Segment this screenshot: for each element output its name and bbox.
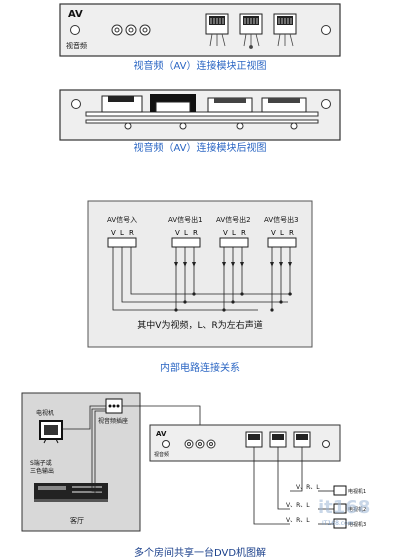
svg-text:R: R	[129, 229, 134, 237]
rj-jack-2	[239, 13, 263, 35]
vrl-label-3: V、R、L	[286, 517, 310, 524]
output1-connector: V L R	[171, 229, 201, 248]
module-hole-left	[162, 440, 170, 448]
label-av-out3: AV信号出3	[264, 215, 299, 224]
label-av-out2: AV信号出2	[216, 215, 251, 224]
front-panel	[59, 3, 341, 57]
room-tv-3: 电视机3	[333, 518, 366, 529]
svg-text:IT168.com: IT168.com	[322, 520, 354, 527]
room-cables	[253, 447, 334, 525]
svg-text:R: R	[193, 229, 198, 237]
svg-text:电视机: 电视机	[36, 409, 54, 417]
living-room-cables	[62, 405, 201, 496]
svg-text:视音频插座: 视音频插座	[98, 417, 128, 425]
label-av-out1: AV信号出1	[168, 215, 203, 224]
svg-text:V: V	[111, 229, 116, 237]
circuit-arrows	[174, 262, 292, 267]
svg-text:L: L	[120, 229, 124, 237]
module-sub-label: 视音频	[154, 451, 169, 458]
front-view-diagram: AV 视音频	[59, 3, 341, 57]
pcb-screws	[124, 122, 298, 130]
multiroom-caption: 多个房间共享一台DVD机图解	[133, 548, 267, 559]
watermark-logo: it168 IT168.com	[318, 497, 370, 527]
svg-text:V: V	[175, 229, 180, 237]
svg-text:电视机3: 电视机3	[348, 521, 366, 528]
vrl-label-2: V、R、L	[286, 502, 310, 509]
wall-socket: 视音频插座	[98, 398, 128, 425]
front-av-label: AV	[68, 9, 83, 20]
svg-text:R: R	[241, 229, 246, 237]
input-connector: V L R	[107, 229, 137, 248]
module-av-label: AV	[156, 430, 167, 438]
tv-icon: 电视机	[36, 409, 63, 444]
three-color-label: 三色输出	[30, 467, 54, 475]
room-tv-2: 电视机2	[333, 503, 366, 514]
svg-text:L: L	[232, 229, 236, 237]
svg-text:V: V	[271, 229, 276, 237]
svg-text:R: R	[289, 229, 294, 237]
svg-text:it168: it168	[318, 497, 370, 518]
svg-text:V: V	[223, 229, 228, 237]
output3-connector: V L R	[267, 229, 297, 248]
rj-wire-stubs	[209, 33, 294, 49]
mounting-hole-left	[70, 25, 80, 35]
circuit-junctions	[174, 292, 292, 312]
circuit-caption: 内部电路连接关系	[160, 363, 240, 374]
room-tv-1: 电视机1	[333, 485, 366, 496]
pcb-rail	[85, 119, 319, 124]
svg-text:电视机1: 电视机1	[348, 488, 366, 495]
circuit-frame	[87, 200, 313, 348]
multiroom-diagram: 客厅 电视机 视音频插座 S端子或 三色输出 AV 视音频	[21, 392, 370, 532]
circuit-diagram: AV信号入 AV信号出1 AV信号出2 AV信号出3 V L R V L R V…	[87, 200, 313, 348]
svg-text:电视机2: 电视机2	[348, 506, 366, 513]
svg-text:L: L	[280, 229, 284, 237]
circuit-note: 其中V为视频，L、R为左右声道	[137, 319, 262, 331]
module-hole-right	[322, 440, 330, 448]
module-rj-jacks	[245, 431, 311, 448]
label-av-in: AV信号入	[107, 215, 137, 224]
circuit-wiring	[112, 247, 292, 311]
mounting-hole-right	[321, 25, 331, 35]
module-panel	[149, 424, 341, 462]
back-hole-right	[321, 99, 331, 109]
living-room	[21, 392, 141, 532]
back-connector-blocks	[101, 94, 307, 113]
pcb-board	[85, 111, 319, 117]
living-room-label: 客厅	[70, 516, 84, 525]
back-view-diagram	[59, 89, 341, 141]
rca-jacks	[111, 24, 151, 36]
front-sub-label: 视音频	[66, 41, 87, 50]
module-rca-jacks	[184, 439, 216, 449]
svg-text:L: L	[184, 229, 188, 237]
back-hole-left	[71, 99, 81, 109]
s-terminal-label: S端子或	[30, 459, 52, 467]
vrl-label-1: V、R、L	[296, 484, 320, 491]
dvd-player-icon	[34, 483, 108, 502]
front-view-caption: 视音频（AV）连接模块正视图	[133, 61, 267, 72]
output2-connector: V L R	[219, 229, 249, 248]
rj-jack-1	[205, 13, 229, 35]
rj-jack-3	[273, 13, 297, 35]
back-view-caption: 视音频（AV）连接模块后视图	[133, 143, 267, 154]
